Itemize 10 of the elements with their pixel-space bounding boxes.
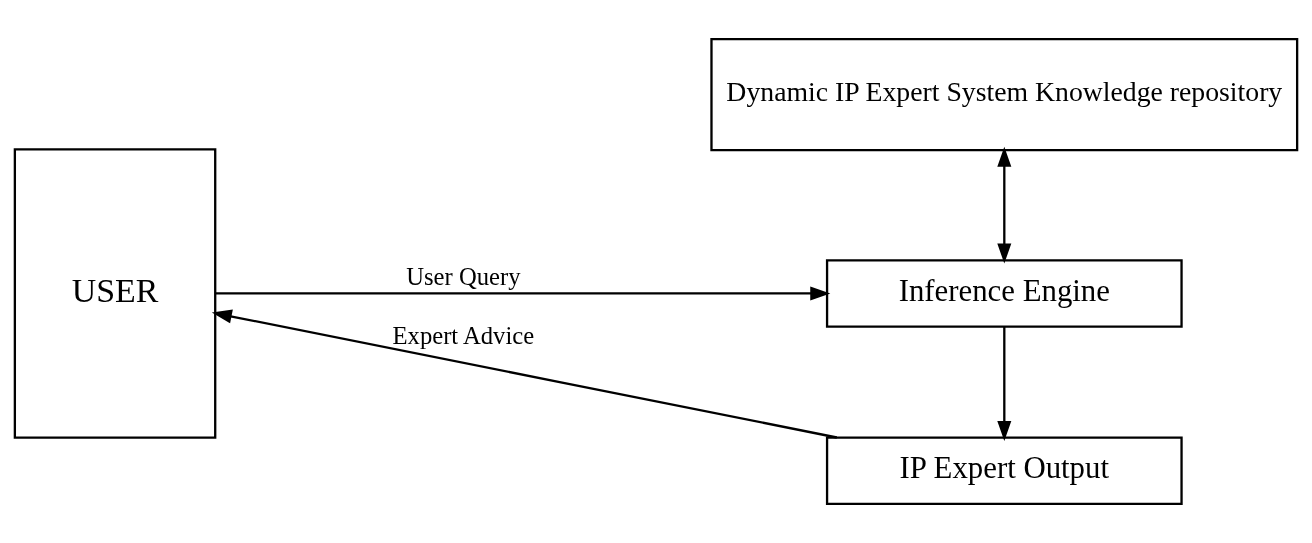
node-box: Inference Engine [825,259,1183,328]
arrow [997,326,1012,441]
arrow [215,286,831,301]
arrow [211,309,838,439]
node-box: IP Expert Output [825,436,1183,505]
node-box: Dynamic IP Expert System Knowledge repository [710,38,1299,152]
edge-label: Expert Advice [392,322,535,350]
arrow [997,146,1012,264]
node-box: USER [13,148,217,439]
edge-label: User Query [406,263,521,291]
